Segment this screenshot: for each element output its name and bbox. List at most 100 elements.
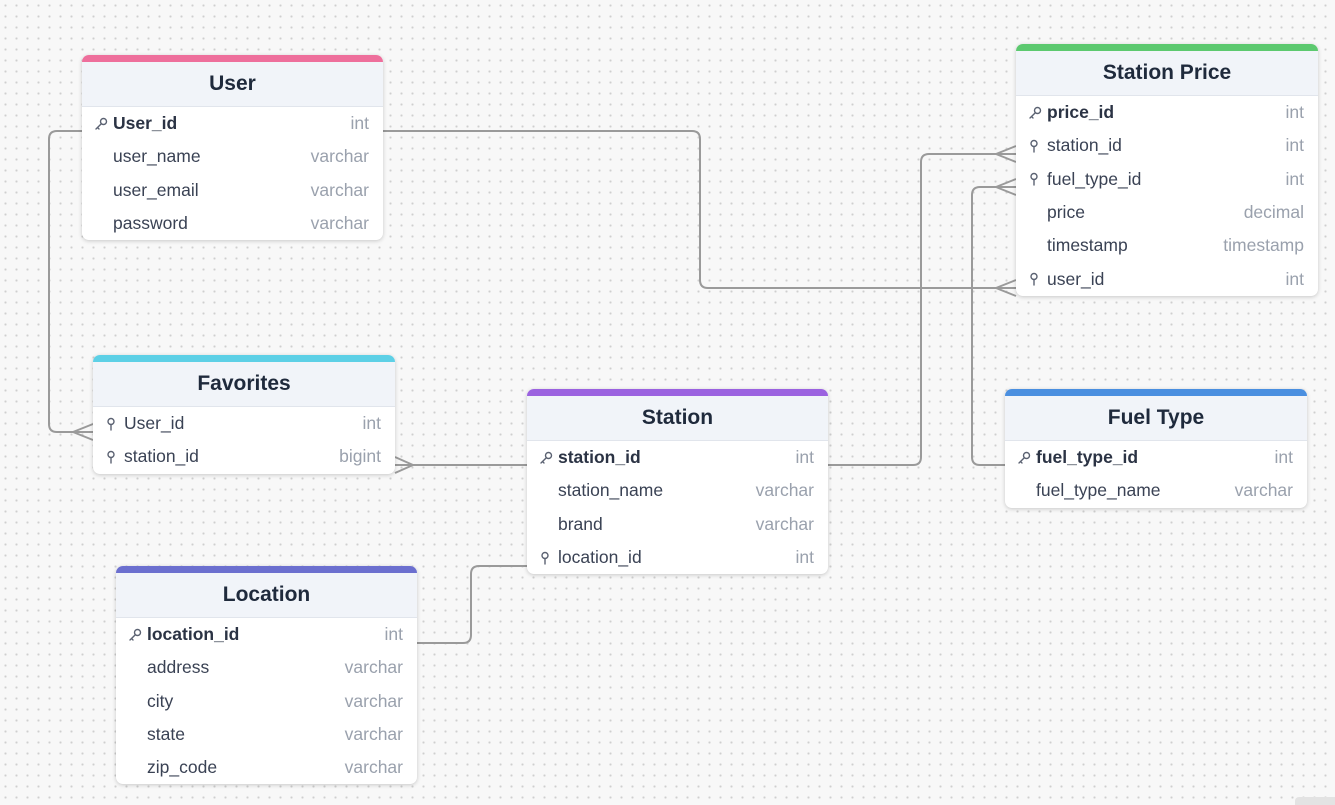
table-row[interactable]: station_id int (1016, 129, 1318, 162)
column-type: varchar (310, 146, 369, 167)
column-name: station_name (558, 480, 664, 501)
table-row[interactable]: User_id int (82, 107, 383, 140)
key-icon (94, 117, 113, 131)
column-type: int (1274, 447, 1293, 468)
column-name: station_id (558, 447, 641, 468)
column-name: fuel_type_name (1036, 480, 1161, 501)
key-icon (1028, 106, 1047, 120)
column-type: varchar (344, 657, 403, 678)
column-name: user_name (113, 146, 201, 167)
table-row[interactable]: user_id int (1016, 262, 1318, 295)
column-type: decimal (1243, 202, 1304, 223)
column-name: address (147, 657, 210, 678)
relation-user-stationprice (383, 130, 1016, 289)
column-type: int (1285, 268, 1304, 289)
column-type: int (350, 113, 369, 134)
table-row[interactable]: station_id bigint (93, 440, 395, 473)
column-type: int (362, 413, 381, 434)
table-row[interactable]: address varchar (116, 651, 417, 684)
column-type: int (795, 547, 814, 568)
table-row[interactable]: price decimal (1016, 196, 1318, 229)
crow-foot-stationprice-station (995, 145, 1017, 163)
table-color-bar (82, 55, 383, 62)
column-name: price (1047, 202, 1085, 223)
table-row[interactable]: brand varchar (527, 508, 828, 541)
key-icon (1017, 451, 1036, 465)
table-title[interactable]: Station (527, 396, 828, 441)
column-name: user_email (113, 179, 199, 200)
table-row[interactable]: station_id int (527, 441, 828, 474)
pin-icon (1028, 272, 1047, 286)
column-type: varchar (755, 513, 814, 534)
relation-station-stationprice (828, 153, 1016, 466)
column-type: varchar (310, 179, 369, 200)
relation-location-station (416, 565, 527, 644)
crow-foot-favorites-user (72, 423, 94, 441)
column-name: fuel_type_id (1036, 447, 1139, 468)
crow-foot-stationprice-user (995, 279, 1017, 297)
key-icon (539, 451, 558, 465)
column-name: station_id (124, 446, 199, 467)
table-color-bar (116, 566, 417, 573)
table-title[interactable]: Station Price (1016, 51, 1318, 96)
table-color-bar (527, 389, 828, 396)
canvas-control-button[interactable] (1295, 797, 1335, 805)
table-row[interactable]: user_name varchar (82, 140, 383, 173)
column-type: varchar (344, 724, 403, 745)
table-title[interactable]: Location (116, 573, 417, 618)
pin-icon (1028, 139, 1047, 153)
column-name: user_id (1047, 268, 1105, 289)
column-type: varchar (310, 213, 369, 234)
column-type: int (1285, 168, 1304, 189)
table-row[interactable]: state varchar (116, 718, 417, 751)
column-type: int (795, 447, 814, 468)
table-favorites[interactable]: Favorites User_id int station_id bigint (93, 355, 395, 474)
table-title[interactable]: Fuel Type (1005, 396, 1307, 441)
column-type: int (384, 624, 403, 645)
table-row[interactable]: station_name varchar (527, 474, 828, 507)
column-name: zip_code (147, 757, 218, 778)
column-name: User_id (124, 413, 185, 434)
table-row[interactable]: user_email varchar (82, 174, 383, 207)
column-name: brand (558, 513, 603, 534)
pin-icon (105, 450, 124, 464)
table-row[interactable]: city varchar (116, 685, 417, 718)
table-fuel-type[interactable]: Fuel Type fuel_type_id int fuel_type_name v… (1005, 389, 1307, 508)
column-type: varchar (755, 480, 814, 501)
column-type: bigint (339, 446, 381, 467)
pin-icon (1028, 172, 1047, 186)
column-name: station_id (1047, 135, 1122, 156)
table-row[interactable]: User_id int (93, 407, 395, 440)
column-name: User_id (113, 113, 178, 134)
table-color-bar (1005, 389, 1307, 396)
crow-foot-favorites-station (394, 456, 414, 474)
table-row[interactable]: fuel_type_id int (1005, 441, 1307, 474)
column-name: timestamp (1047, 235, 1128, 256)
table-title[interactable]: Favorites (93, 362, 395, 407)
table-title[interactable]: User (82, 62, 383, 107)
table-row[interactable]: fuel_type_name varchar (1005, 474, 1307, 507)
column-name: city (147, 690, 174, 711)
column-type: varchar (1234, 480, 1293, 501)
column-name: price_id (1047, 102, 1115, 123)
key-icon (128, 628, 147, 642)
relation-user-favorites (48, 130, 93, 433)
table-color-bar (93, 355, 395, 362)
table-row[interactable]: fuel_type_id int (1016, 163, 1318, 196)
crow-foot-stationprice-fueltype (995, 178, 1017, 196)
column-name: fuel_type_id (1047, 168, 1142, 189)
column-type: int (1285, 135, 1304, 156)
column-type: varchar (344, 690, 403, 711)
column-name: state (147, 724, 185, 745)
